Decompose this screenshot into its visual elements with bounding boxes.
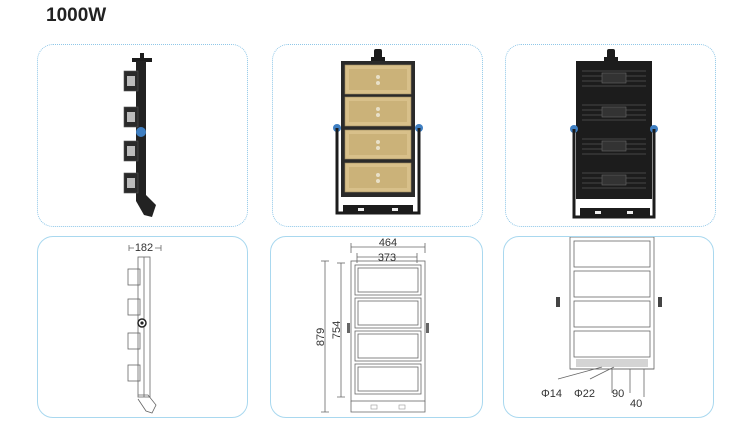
back-view-photo-card <box>505 44 716 227</box>
dim-back-d2: Φ22 <box>574 388 595 400</box>
dim-front-outer-height: 879 <box>315 328 327 346</box>
back-view-drawing-card: Φ14 Φ22 90 40 <box>503 236 714 418</box>
dim-front-outer-width: 464 <box>379 237 397 249</box>
dim-front-inner-width: 373 <box>378 252 396 264</box>
dim-back-d4: 40 <box>630 398 642 410</box>
front-view-drawing-card: 464 373 879 754 <box>270 236 483 418</box>
dim-side-width: 182 <box>135 242 153 254</box>
dim-back-d1: Φ14 <box>541 388 562 400</box>
dim-front-inner-height: 754 <box>331 321 343 339</box>
knob-icon <box>136 127 146 137</box>
dim-back-d3: 90 <box>612 388 624 400</box>
side-view-photo <box>123 53 156 217</box>
side-view-drawing-card: 182 <box>37 236 248 418</box>
side-view-drawing: 182 <box>127 242 162 414</box>
front-view-photo-card <box>272 44 483 227</box>
back-view-drawing: Φ14 Φ22 90 40 <box>541 237 662 410</box>
front-view-drawing: 464 373 879 754 <box>315 237 429 413</box>
front-view-photo <box>333 49 423 215</box>
page-title: 1000W <box>46 5 107 26</box>
side-view-photo-card <box>37 44 248 227</box>
back-view-photo <box>570 49 658 219</box>
